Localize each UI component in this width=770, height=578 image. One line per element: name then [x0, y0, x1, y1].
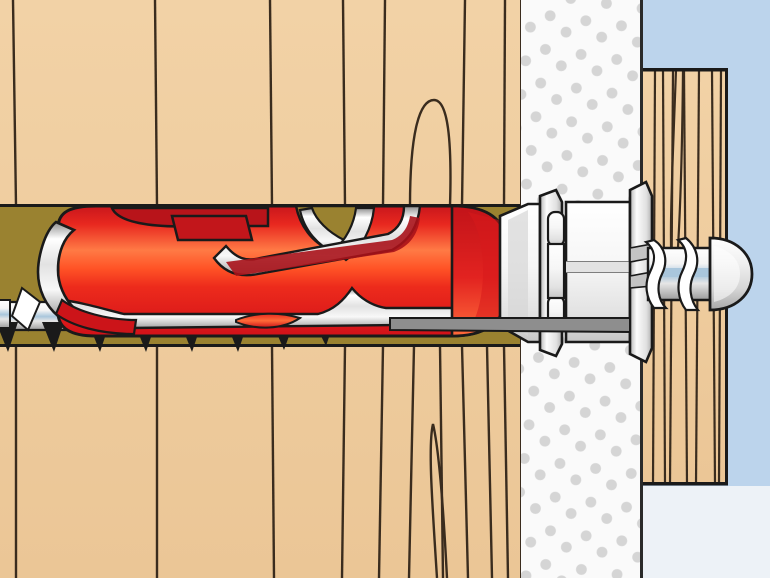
- metal-sleeve-assembly: [389, 180, 654, 364]
- plug-lower-red-blob: [235, 312, 303, 329]
- drywall-right-edge-lower: [640, 484, 643, 578]
- plug-top-window: [170, 214, 254, 242]
- screw-head-highlight: [714, 246, 740, 302]
- sleeve-taper-shadow: [508, 210, 528, 336]
- plug-nose-red-wedge: [54, 298, 138, 336]
- plug-right-shading: [468, 212, 506, 330]
- sleeve-pin-top: [546, 210, 566, 248]
- foreground-edges: [640, 484, 643, 578]
- screw-assembly-right: [643, 236, 754, 312]
- screw-thread-crests-right: [643, 236, 701, 312]
- batten-top-edge: [643, 68, 728, 72]
- sleeve-pin-middle: [546, 242, 566, 300]
- wood-grain-lower: [14, 345, 510, 578]
- wood-knot-spike-lower: [429, 423, 449, 578]
- batten-bottom-edge: [643, 482, 728, 486]
- sleeve-outer-flange: [628, 180, 654, 364]
- wood-grain-upper: [11, 0, 507, 207]
- plug-body-assembly: [36, 204, 508, 338]
- plug-knot-shadow: [226, 216, 420, 276]
- wood-knot-arch-upper: [408, 98, 452, 207]
- drill-hole-bottom-edge: [0, 344, 520, 347]
- screw-thread-crest-left: [0, 286, 42, 332]
- sleeve-lower-bar: [389, 317, 631, 334]
- sleeve-groove: [566, 262, 630, 272]
